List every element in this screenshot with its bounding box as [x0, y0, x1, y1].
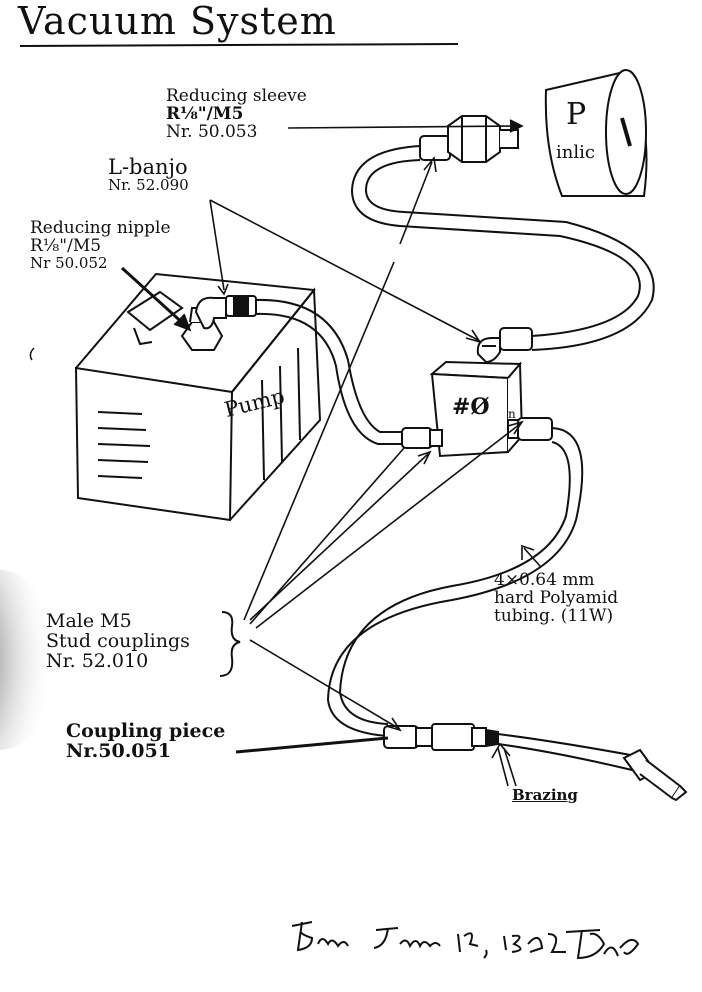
line-left-pipe: [235, 736, 389, 754]
label-l-banjo: L-banjo Nr. 52.090: [108, 156, 189, 194]
signature: [291, 921, 640, 960]
pump-body: [74, 272, 322, 522]
coupling-piece: [383, 723, 499, 751]
tubing-size: 4×0.64 mm: [494, 570, 595, 590]
label-coupling-piece: Coupling piece Nr.50.051: [66, 720, 226, 762]
male-studs-nr: Nr. 52.010: [46, 649, 149, 672]
male-studs-name: Male M5: [46, 610, 132, 632]
label-brazing: Brazing: [512, 786, 578, 804]
label-male-studs: Male M5 Stud couplings Nr. 52.010: [46, 610, 190, 672]
banjo-block-fitting: [476, 327, 533, 364]
vacuum-block: [429, 360, 524, 458]
stud-coupling-left: [401, 427, 443, 449]
coupling-piece-nr: Nr.50.051: [66, 739, 171, 762]
leader-lines: [120, 119, 541, 787]
l-banjo-name: L-banjo: [108, 155, 188, 179]
label-reducing-nipple: Reducing nipple R⅛"/M5 Nr 50.052: [30, 218, 171, 272]
page-title: Vacuum System: [18, 0, 337, 43]
label-reducing-sleeve: Reducing sleeve R⅛"/M5 Nr. 50.053: [166, 86, 307, 142]
tube-block-to-coupling: [326, 427, 584, 737]
reducing-sleeve-spec: R⅛"/M5: [166, 103, 244, 124]
reducing-sleeve-name: Reducing sleeve: [166, 86, 307, 106]
reducing-nipple-spec: R⅛"/M5: [30, 235, 102, 256]
reducing-sleeve-fitting: [419, 115, 519, 163]
tubing-type: tubing. (11W): [494, 605, 614, 626]
block-symbol: #Ø: [452, 394, 490, 420]
scan-shadow: [0, 570, 55, 750]
reducing-nipple-nr: Nr 50.052: [30, 253, 108, 272]
label-tubing: 4×0.64 mm hard Polyamid tubing. (11W): [494, 570, 619, 626]
reducing-sleeve-nr: Nr. 50.053: [166, 121, 258, 142]
brazed-tube: [497, 733, 637, 771]
reducing-nipple-name: Reducing nipple: [30, 218, 171, 238]
tube-block-to-gauge: [350, 145, 655, 351]
banjo-pump-fitting: [194, 295, 257, 330]
block-mark: n: [508, 407, 516, 421]
gauge-label-p: P: [566, 97, 586, 132]
male-studs-type: Stud couplings: [46, 629, 190, 652]
pressure-gauge: [544, 69, 648, 197]
brace: [219, 611, 241, 677]
gauge-label-sub: inlic: [556, 142, 595, 163]
tube-end-fitting: [622, 748, 688, 802]
title-underline: [19, 43, 459, 47]
tube-pump-to-block: [255, 298, 404, 445]
tubing-material: hard Polyamid: [494, 587, 619, 608]
stray-mark: [29, 347, 35, 361]
coupling-piece-name: Coupling piece: [66, 720, 226, 742]
l-banjo-nr: Nr. 52.090: [108, 176, 189, 195]
